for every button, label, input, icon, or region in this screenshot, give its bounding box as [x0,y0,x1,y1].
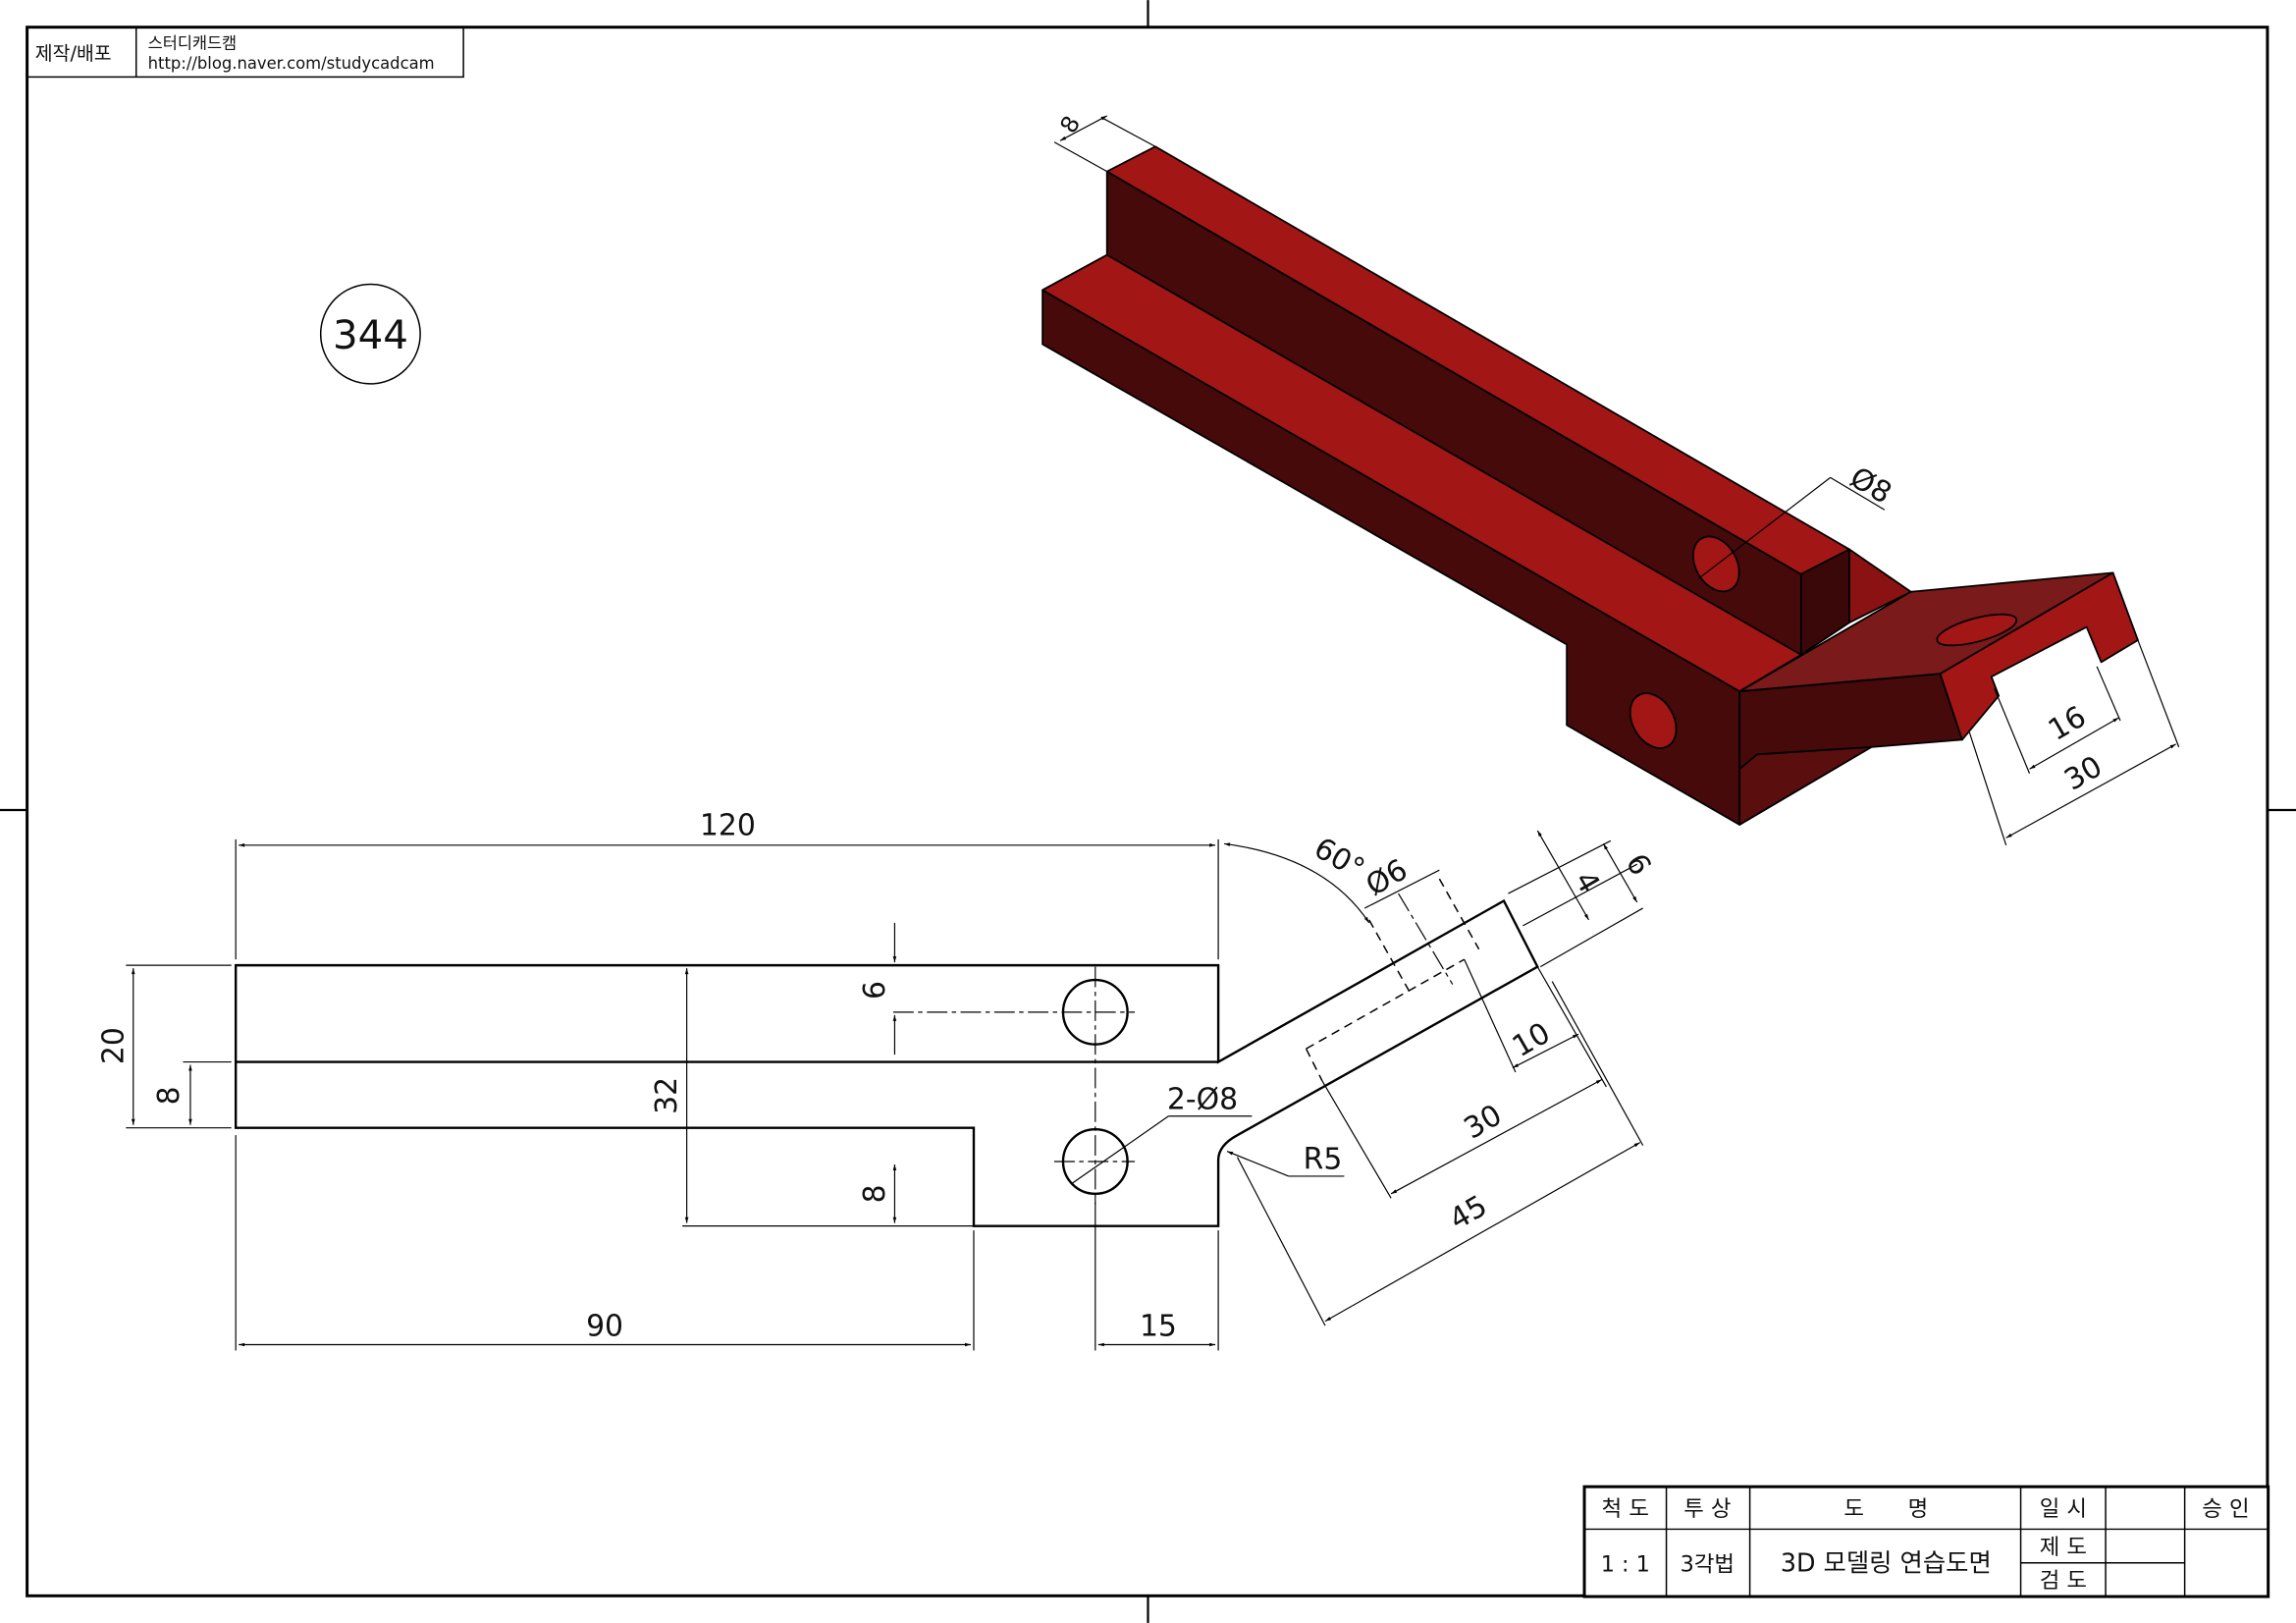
iso-dim-8: 8 [1054,111,1086,137]
title-block: 척 도 투 상 도 명 일 시 승 인 1 : 1 3각법 3D 모델링 연습도… [1582,1485,2270,1598]
dim-20: 20 [96,1027,131,1064]
author-label: 제작/배포 [35,42,112,65]
front-view [234,878,1539,1227]
dim-10: 10 [1507,1016,1556,1064]
scale-value: 1 : 1 [1601,1552,1650,1578]
dim-angle: 60° [1308,831,1370,887]
dim-30-arm: 30 [1459,1098,1508,1146]
name-label: 도 명 [1843,1496,1928,1522]
iso-dim-16: 16 [2043,700,2092,748]
dim-15: 15 [1140,1310,1177,1344]
dim-r5: R5 [1304,1142,1343,1176]
dim-holes: 2-Ø8 [1167,1082,1238,1116]
drawing-number-balloon: 344 [319,283,421,385]
author-url[interactable]: http://blog.naver.com/studycadcam [148,54,435,73]
projection-value: 3각법 [1681,1552,1735,1578]
date-label: 일 시 [2040,1496,2087,1522]
drawn-label: 제 도 [2040,1535,2087,1560]
dim-6-arm: 6 [1619,848,1658,882]
sheet-border [26,26,2269,1597]
dim-90: 90 [586,1310,623,1344]
dim-120: 120 [700,808,756,842]
author-name: 스터디캐드캠 [148,33,237,52]
dim-6: 6 [858,981,892,1000]
drawing-number: 344 [333,313,408,358]
drawing-title: 3D 모델링 연습도면 [1781,1548,1992,1578]
dim-8-bottom: 8 [858,1184,892,1203]
dim-4: 4 [1568,866,1607,899]
dim-8-left: 8 [152,1086,187,1105]
isometric-view [1041,145,2139,826]
projection-label: 투 상 [1683,1496,1731,1522]
approval-label: 승 인 [2202,1496,2249,1522]
author-box: 제작/배포 스터디캐드캠 http://blog.naver.com/study… [26,26,464,79]
iso-dim-30: 30 [2058,749,2108,797]
dim-32: 32 [650,1077,684,1114]
front-dimensions: 120 20 8 32 6 8 90 15 2-Ø8 R5 60° Ø6 4 6… [96,808,1658,1351]
scale-label: 척 도 [1602,1496,1649,1522]
checked-label: 검 도 [2040,1568,2087,1594]
iso-dim-phi8: Ø8 [1844,460,1897,512]
